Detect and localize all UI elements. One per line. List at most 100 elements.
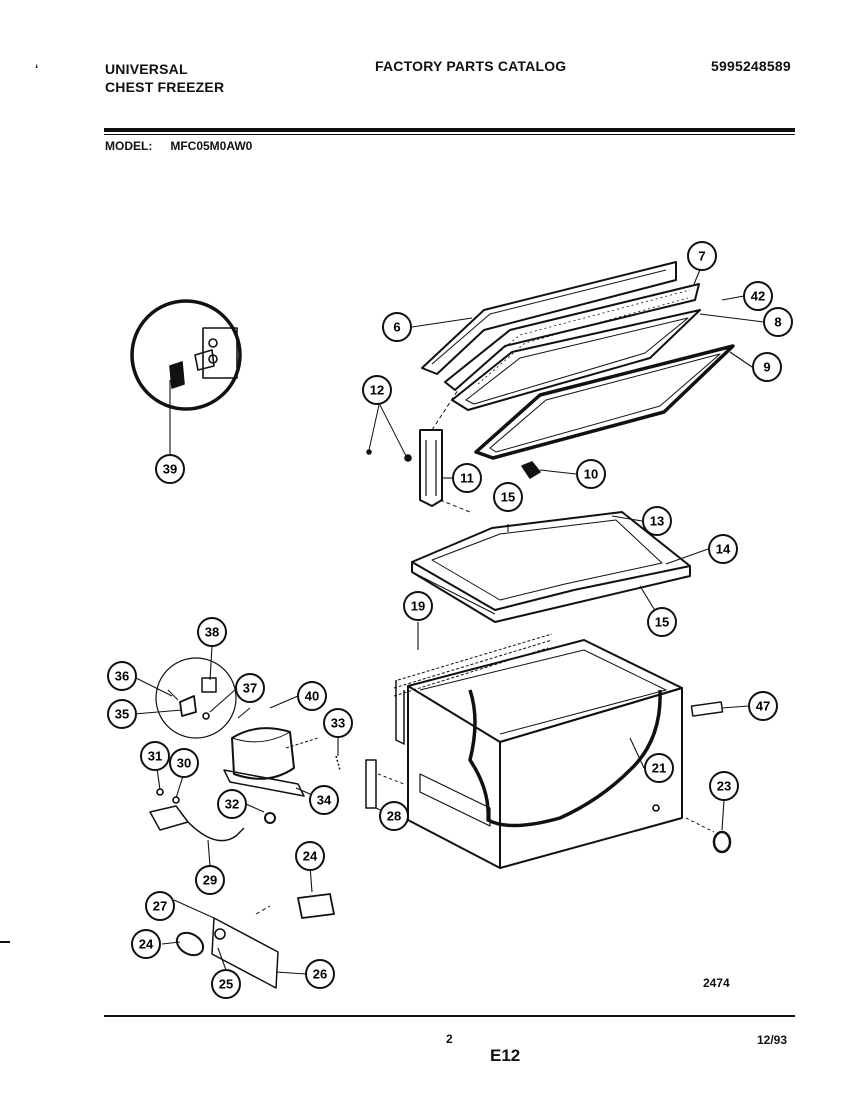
callout-38: 38 [197, 617, 227, 647]
callout-number: 40 [305, 689, 319, 704]
callout-number: 26 [313, 967, 327, 982]
callout-37: 37 [235, 673, 265, 703]
drain-part [365, 759, 377, 809]
footer-rule [104, 1015, 795, 1017]
callout-number: 30 [177, 756, 191, 771]
callout-34: 34 [309, 785, 339, 815]
callout-number: 27 [153, 899, 167, 914]
callout-number: 35 [115, 707, 129, 722]
callout-12: 12 [362, 375, 392, 405]
product-type: CHEST FREEZER [105, 79, 225, 95]
brand-block: UNIVERSAL CHEST FREEZER [105, 60, 224, 96]
callout-number: 8 [774, 315, 781, 330]
callout-number: 15 [655, 615, 669, 630]
header-rule-thick [104, 128, 795, 132]
callout-28: 28 [379, 801, 409, 831]
callout-number: 21 [652, 761, 666, 776]
callout-number: 37 [243, 681, 257, 696]
model-value: MFC05M0AW0 [170, 139, 253, 153]
callout-number: 6 [393, 320, 400, 335]
callout-7: 7 [687, 241, 717, 271]
callout-number: 13 [650, 514, 664, 529]
callout-30: 30 [169, 748, 199, 778]
callout-27: 27 [145, 891, 175, 921]
callout-35: 35 [107, 699, 137, 729]
callout-number: 28 [387, 809, 401, 824]
lid-stop-part [521, 461, 541, 479]
relay-detail-inset [155, 657, 237, 739]
callout-number: 23 [717, 779, 731, 794]
callout-number: 39 [163, 462, 177, 477]
callout-number: 12 [370, 383, 384, 398]
callout-15-top: 15 [493, 482, 523, 512]
callout-29: 29 [195, 865, 225, 895]
callout-number: 11 [460, 471, 474, 486]
callout-number: 47 [756, 699, 770, 714]
catalog-part-number: 5995248589 [711, 58, 791, 74]
callout-40: 39 [155, 454, 185, 484]
margin-dash [0, 941, 10, 943]
callout-number: 32 [225, 797, 239, 812]
figure-number: 2474 [703, 976, 730, 990]
drain-plug-part [712, 830, 732, 854]
callout-20: 21 [644, 753, 674, 783]
callout-number: 19 [411, 599, 425, 614]
callout-39: 40 [297, 681, 327, 711]
callout-8: 8 [763, 307, 793, 337]
compressor [223, 707, 341, 797]
callout-19: 19 [403, 591, 433, 621]
callout-11: 11 [452, 463, 482, 493]
callout-6: 6 [382, 312, 412, 342]
callout-number: 42 [751, 289, 765, 304]
callout-13: 13 [642, 506, 672, 536]
callout-25: 25 [211, 969, 241, 999]
control-panel [175, 905, 279, 989]
callout-24: 24 [131, 929, 161, 959]
callout-23: 24 [295, 841, 325, 871]
callout-number: 33 [331, 716, 345, 731]
thermostat-part [297, 893, 335, 919]
freezer-lid [421, 261, 735, 460]
callout-number: 24 [139, 937, 154, 952]
callout-15-bottom: 15 [647, 607, 677, 637]
margin-mark: ‘ [35, 62, 39, 76]
callout-number: 10 [584, 467, 598, 482]
page-number: 2 [446, 1032, 453, 1046]
header-rule-thin [104, 134, 795, 135]
section-code: E12 [490, 1046, 521, 1065]
callout-number: 7 [698, 249, 705, 264]
callout-number: 25 [219, 977, 233, 992]
callout-number: 9 [763, 360, 770, 375]
callout-42: 42 [743, 281, 773, 311]
callout-14: 14 [708, 534, 738, 564]
lid-hinge [366, 389, 471, 513]
callout-number: 34 [317, 793, 332, 808]
callout-32: 32 [217, 789, 247, 819]
callout-number: 38 [205, 625, 219, 640]
callout-47: 47 [748, 691, 778, 721]
callout-33: 33 [323, 708, 353, 738]
brand-name: UNIVERSAL [105, 61, 188, 77]
lock-detail-inset [130, 299, 242, 411]
callout-9: 9 [752, 352, 782, 382]
callout-10: 10 [576, 459, 606, 489]
callout-number: 14 [716, 542, 731, 557]
callout-21: 23 [709, 771, 739, 801]
callout-31: 31 [140, 741, 170, 771]
callout-36: 36 [107, 661, 137, 691]
catalog-title: FACTORY PARTS CATALOG [375, 58, 567, 74]
freezer-cabinet [393, 633, 683, 869]
callout-number: 15 [501, 490, 515, 505]
callout-number: 36 [115, 669, 129, 684]
callout-26: 26 [305, 959, 335, 989]
model-label: MODEL: [105, 139, 153, 153]
callout-number: 29 [203, 873, 217, 888]
breaker-frame [411, 511, 691, 623]
model-line: MODEL: MFC05M0AW0 [105, 139, 252, 153]
callout-number: 24 [303, 849, 318, 864]
wiring-harness [149, 788, 276, 842]
catalog-date: 12/93 [757, 1033, 788, 1047]
callout-number: 31 [148, 749, 162, 764]
serial-plate-part [690, 701, 724, 717]
